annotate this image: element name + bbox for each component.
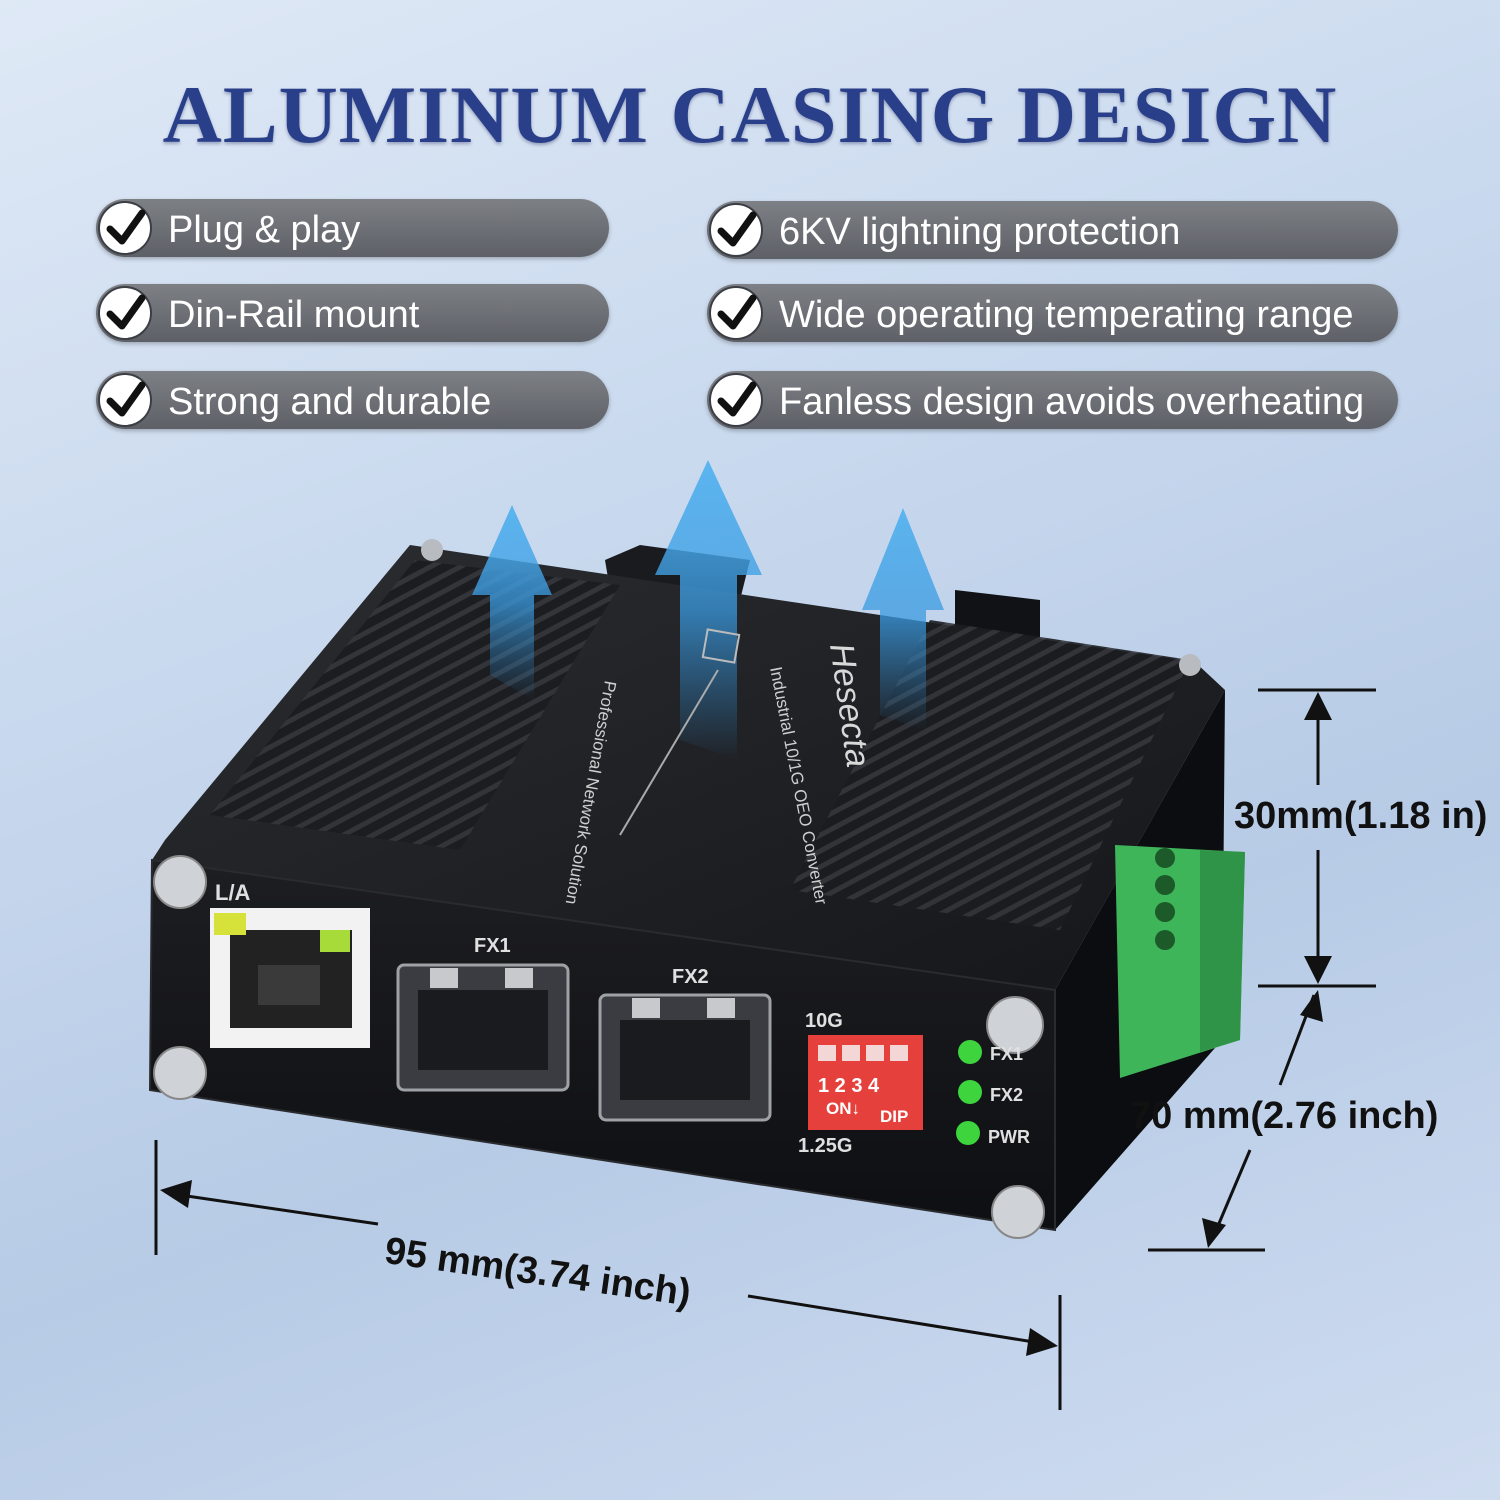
heat-arrows (472, 460, 944, 760)
dip-switch (808, 1035, 923, 1130)
dimension-depth-label: 70 mm(2.76 inch) (1130, 1095, 1439, 1137)
label-dip-10g: 10G (805, 1010, 843, 1032)
rj45-icon (701, 628, 741, 664)
feature-label: Wide operating temperating range (779, 294, 1354, 336)
label-dip-dip: DIP (880, 1107, 908, 1126)
terminal-block (1115, 845, 1245, 1078)
check-icon (709, 286, 763, 340)
feature-temperature-range: Wide operating temperating range (707, 284, 1398, 342)
screws (153, 539, 1201, 1239)
check-icon (709, 373, 763, 427)
feature-lightning-protection: 6KV lightning protection (707, 201, 1398, 259)
check-icon (98, 201, 152, 255)
feature-label: Strong and durable (168, 381, 492, 423)
feature-plug-play: Plug & play (96, 199, 609, 257)
label-fx2: FX2 (672, 966, 709, 988)
dimension-lines (154, 688, 1376, 1410)
check-icon (709, 203, 763, 257)
status-leds (956, 1040, 982, 1145)
feature-label: Din-Rail mount (168, 294, 420, 336)
label-la: L/A (215, 880, 251, 905)
label-led-fx2: FX2 (990, 1085, 1023, 1105)
page-title: ALUMINUM CASING DESIGN (162, 69, 1338, 160)
check-icon (98, 286, 152, 340)
label-dip-on: ON↓ (826, 1099, 860, 1118)
label-dip-numbers: 1 2 3 4 (818, 1075, 880, 1097)
label-dip-125g: 1.25G (798, 1135, 852, 1157)
feature-din-rail: Din-Rail mount (96, 284, 609, 342)
label-led-pwr: PWR (988, 1127, 1030, 1147)
feature-label: Fanless design avoids overheating (779, 381, 1365, 423)
label-fx1: FX1 (474, 935, 511, 957)
rj45-port (210, 908, 370, 1048)
sfp-fx2 (598, 993, 772, 1122)
check-icon (98, 373, 152, 427)
sfp-fx1 (396, 963, 570, 1092)
dimension-height-label: 30mm(1.18 in) (1234, 795, 1488, 837)
feature-label: Plug & play (168, 209, 361, 251)
device-top-line (619, 669, 719, 836)
feature-fanless: Fanless design avoids overheating (707, 371, 1398, 429)
label-led-fx1: FX1 (990, 1044, 1023, 1064)
feature-label: 6KV lightning protection (779, 211, 1181, 253)
feature-strong-durable: Strong and durable (96, 371, 609, 429)
